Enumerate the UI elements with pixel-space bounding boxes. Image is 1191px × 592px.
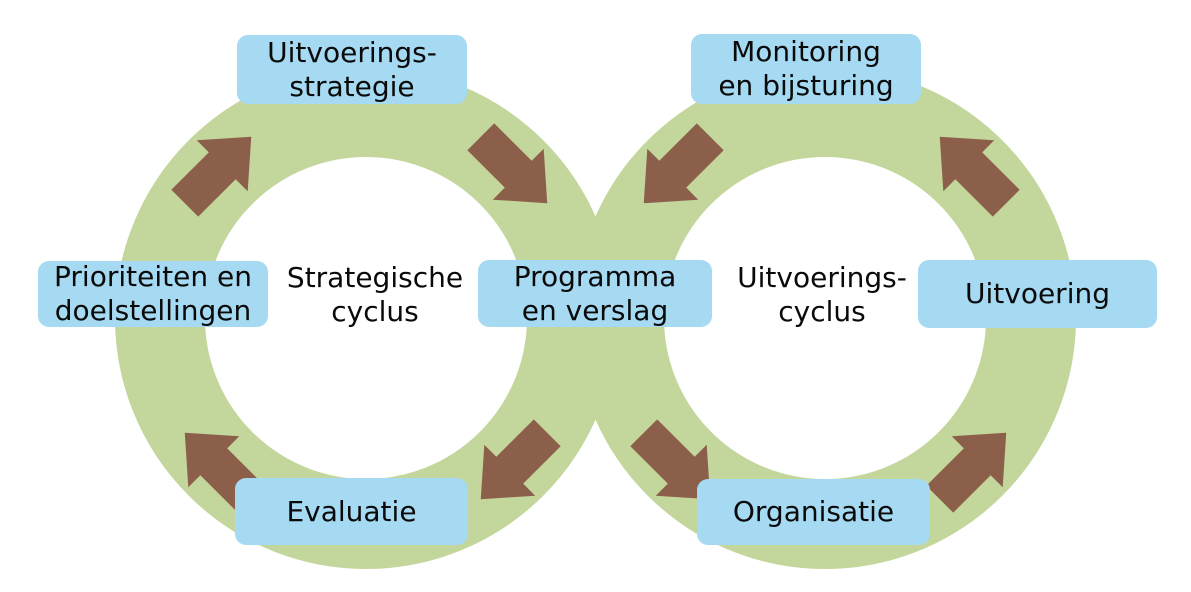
- arrow-icon-left-cycle-down-right: [467, 123, 548, 204]
- arrow-icon-right-cycle-down-left: [643, 123, 724, 204]
- arrow-icon-left-cycle-up-right: [171, 136, 252, 217]
- arrow-icon-left-cycle-down-left: [480, 419, 561, 500]
- flow-arrows: [171, 123, 1020, 513]
- node-uitvoering: Uitvoering: [918, 260, 1157, 328]
- node-organisatie: Organisatie: [697, 479, 930, 545]
- node-evaluatie: Evaluatie: [235, 478, 468, 545]
- arrow-icon-right-cycle-down-right: [630, 419, 711, 500]
- uitvoerings-cyclus-title: Uitvoerings- cyclus: [737, 261, 907, 328]
- node-prioriteiten-en-doelstellingen: Prioriteiten en doelstellingen: [38, 260, 268, 327]
- arrow-icon-right-cycle-up-left: [939, 136, 1020, 217]
- strategische-cyclus-title: Strategische cyclus: [286, 261, 464, 328]
- arrow-icon-right-cycle-up-right: [926, 432, 1007, 513]
- node-programma-en-verslag: Programma en verslag: [478, 260, 712, 327]
- node-uitvoerings-strategie: Uitvoerings- strategie: [237, 35, 467, 104]
- node-monitoring-en-bijsturing: Monitoring en bijsturing: [691, 34, 921, 104]
